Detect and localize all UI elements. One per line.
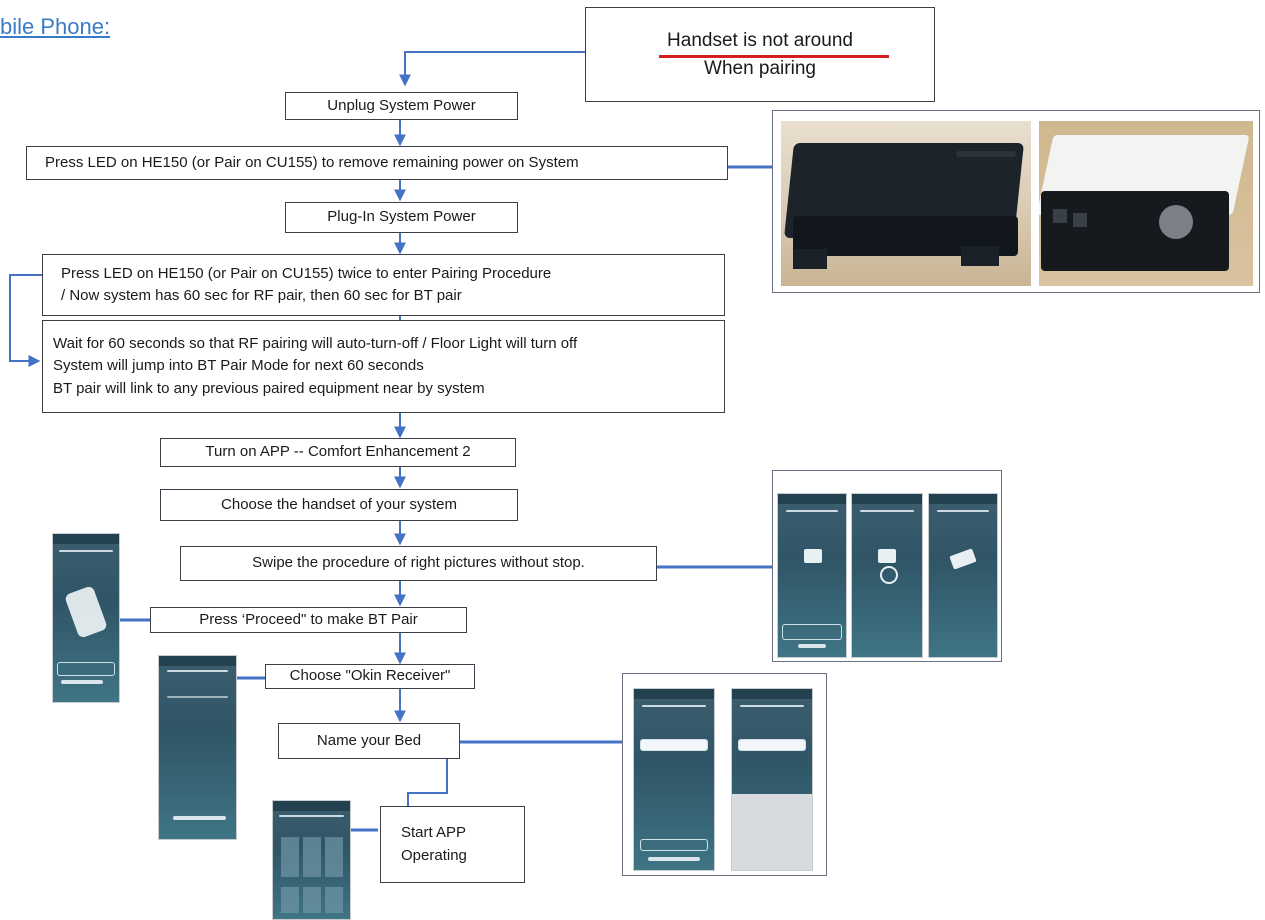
step-swipe-procedure: Swipe the procedure of right pictures wi… bbox=[180, 546, 657, 581]
wait-line3: BT pair will link to any previous paired… bbox=[53, 379, 485, 397]
name-bed-screen-1 bbox=[633, 688, 715, 871]
step-press-proceed: Press ‘Proceed" to make BT Pair bbox=[150, 607, 467, 633]
connector-loop bbox=[9, 274, 42, 367]
step-choose-handset: Choose the handset of your system bbox=[160, 489, 518, 521]
press-led-twice-line2: / Now system has 60 sec for RF pair, the… bbox=[61, 287, 462, 304]
name-bed-screen-2 bbox=[731, 688, 813, 871]
start-app-line1: Start APP bbox=[401, 824, 467, 841]
swipe-screens-frame bbox=[772, 470, 1002, 662]
okin-receiver-screen bbox=[158, 655, 237, 840]
step-wait-60-seconds: Wait for 60 seconds so that RF pairing w… bbox=[42, 320, 725, 413]
handset-not-around-box: Handset is not around When pairing bbox=[585, 7, 935, 102]
handset-line1: Handset is not around bbox=[667, 29, 853, 51]
handset-line2: When pairing bbox=[704, 57, 816, 79]
step-unplug-power: Unplug System Power bbox=[285, 92, 518, 120]
swipe-screen-1 bbox=[777, 493, 847, 658]
keyboard-image bbox=[732, 794, 812, 870]
name-bed-screens-frame bbox=[622, 673, 827, 876]
swipe-screen-3 bbox=[928, 493, 998, 658]
press-led-twice-line1: Press LED on HE150 (or Pair on CU155) tw… bbox=[61, 264, 552, 282]
connector-handset bbox=[399, 51, 585, 87]
hardware-photo-frame bbox=[772, 110, 1260, 293]
page-heading: bile Phone: bbox=[0, 14, 111, 39]
step-choose-okin-receiver: Choose "Okin Receiver" bbox=[265, 664, 475, 689]
he150-box-photo bbox=[781, 121, 1031, 286]
start-app-screen bbox=[272, 800, 351, 920]
wait-line2: System will jump into BT Pair Mode for n… bbox=[53, 357, 424, 375]
wait-line1: Wait for 60 seconds so that RF pairing w… bbox=[53, 334, 578, 352]
step-press-led-twice: Press LED on HE150 (or Pair on CU155) tw… bbox=[42, 254, 725, 316]
step-turn-on-app: Turn on APP -- Comfort Enhancement 2 bbox=[160, 438, 516, 467]
step-press-led-remove-power: Press LED on HE150 (or Pair on CU155) to… bbox=[26, 146, 728, 180]
proceed-screen bbox=[52, 533, 120, 703]
start-app-line2: Operating bbox=[401, 846, 467, 864]
cu155-box-photo bbox=[1039, 121, 1253, 286]
step-start-app-operating: Start APP Operating bbox=[380, 806, 525, 883]
step-name-your-bed: Name your Bed bbox=[278, 723, 460, 759]
swipe-screen-2 bbox=[851, 493, 923, 658]
step-plug-in-power: Plug-In System Power bbox=[285, 202, 518, 233]
red-underline bbox=[659, 55, 889, 58]
